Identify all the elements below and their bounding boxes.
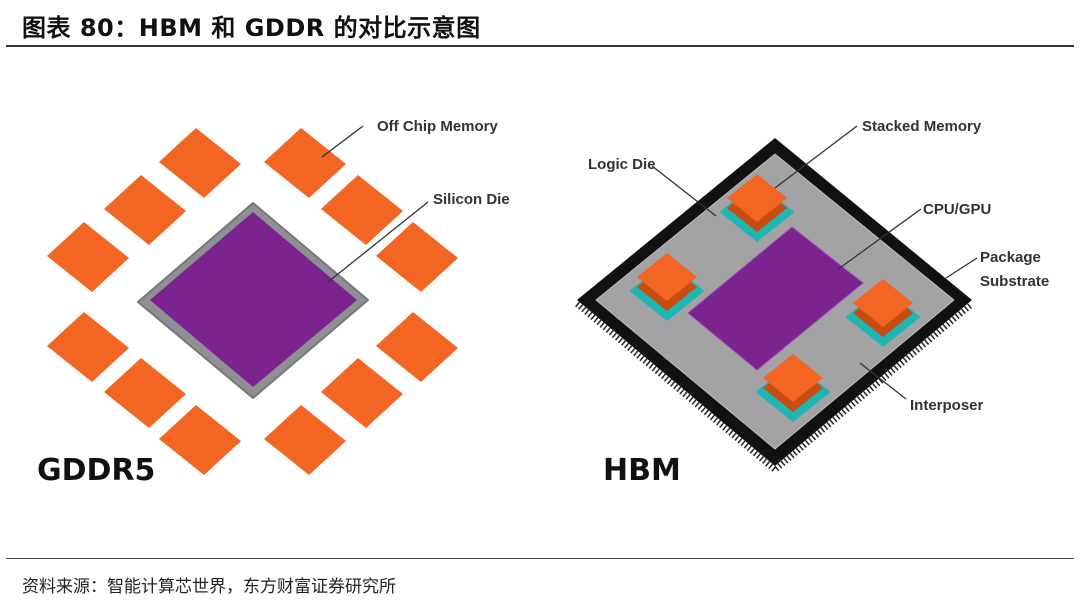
label-package: Package xyxy=(980,249,1041,266)
leader-package-substrate xyxy=(945,257,978,279)
leader-off-chip-memory xyxy=(321,125,364,158)
label-silicon-die: Silicon Die xyxy=(433,191,510,208)
silicon-die xyxy=(150,212,357,387)
source-note: 资料来源：智能计算芯世界，东方财富证券研究所 xyxy=(22,577,396,597)
figure-title: 图表 80：HBM 和 GDDR 的对比示意图 xyxy=(22,14,481,42)
label-interposer: Interposer xyxy=(910,397,984,414)
off-chip-memory-chip xyxy=(47,312,129,382)
label-substrate: Substrate xyxy=(980,273,1049,290)
top-divider xyxy=(6,45,1074,47)
label-hbm: HBM xyxy=(603,453,681,488)
cpu-gpu-die xyxy=(687,226,864,371)
leader-stacked-memory xyxy=(774,125,858,189)
label-cpu-gpu: CPU/GPU xyxy=(923,201,991,218)
leader-logic-die xyxy=(651,165,717,217)
label-off-chip-memory: Off Chip Memory xyxy=(377,118,498,135)
off-chip-memory-chip xyxy=(159,128,241,198)
stacked-memory xyxy=(637,253,697,301)
label-gddr5: GDDR5 xyxy=(37,453,155,488)
leader-silicon-die xyxy=(327,201,429,283)
label-stacked-memory: Stacked Memory xyxy=(862,118,982,135)
memory-stacks xyxy=(629,174,921,422)
gddr5-diagram xyxy=(47,128,458,475)
off-chip-memory-chip xyxy=(104,175,186,245)
off-chip-memory-chip xyxy=(104,358,186,428)
off-chip-memory-chip xyxy=(376,222,458,292)
off-chip-memory-chip xyxy=(376,312,458,382)
bottom-divider xyxy=(6,558,1074,559)
stacked-memory xyxy=(727,174,787,222)
off-chip-memory-chip xyxy=(264,405,346,475)
label-logic-die: Logic Die xyxy=(588,156,656,173)
leader-interposer xyxy=(859,362,907,400)
off-chip-memory-chip xyxy=(264,128,346,198)
stacked-memory xyxy=(763,354,823,402)
off-chip-memory-chip xyxy=(321,358,403,428)
off-chip-memory-chip xyxy=(321,175,403,245)
off-chip-memory-chip xyxy=(159,405,241,475)
off-chip-memory-chip xyxy=(47,222,129,292)
stacked-memory xyxy=(853,279,913,327)
leader-cpu-gpu xyxy=(836,208,922,271)
